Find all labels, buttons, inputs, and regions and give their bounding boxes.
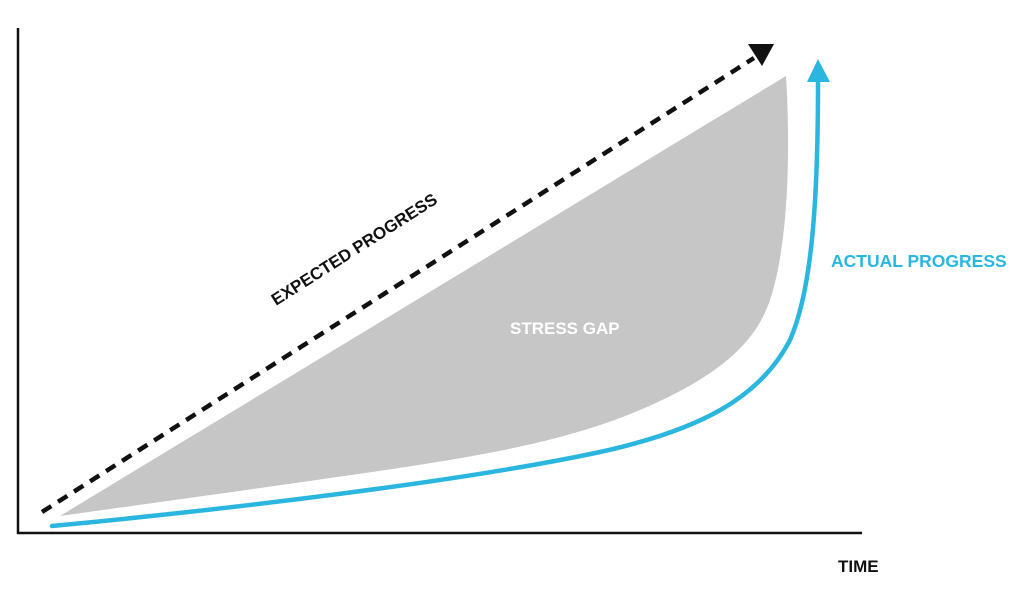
stress-gap-label: STRESS GAP (510, 319, 620, 338)
expected-progress-line (40, 56, 756, 514)
expected-arrowhead-icon (748, 44, 774, 66)
actual-progress-label: ACTUAL PROGRESS (831, 251, 1007, 271)
time-axis-label: TIME (838, 557, 879, 576)
actual-arrowhead-icon (807, 59, 830, 82)
actual-progress-curve (49, 79, 821, 529)
stress-gap-area (60, 76, 789, 516)
expected-progress-label: EXPECTED PROGRESS (268, 190, 441, 310)
